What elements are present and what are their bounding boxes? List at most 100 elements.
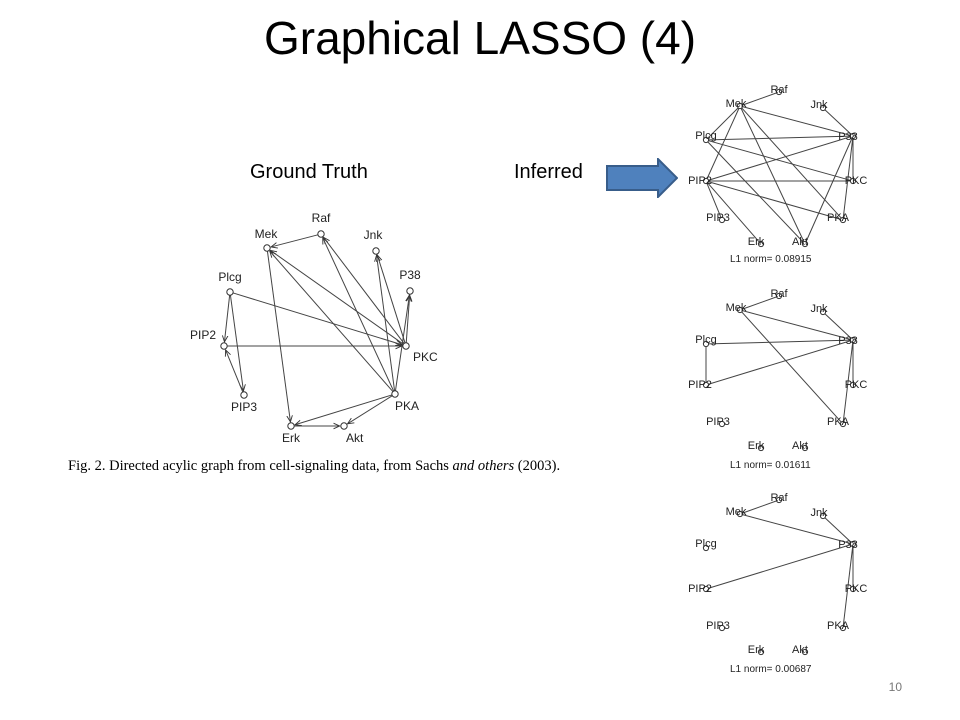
edge-raf-mek — [742, 92, 777, 106]
edge-pip2-p38 — [708, 136, 851, 181]
l1-norm-label-2: L1 norm= 0.01611 — [730, 460, 811, 471]
node-akt — [801, 240, 809, 248]
edge-raf-mek — [271, 234, 319, 247]
node-label-pip2: PIP2 — [688, 175, 712, 187]
node-pka — [391, 390, 399, 398]
node-label-jnk: Jnk — [810, 507, 828, 519]
edge-pka-raf — [323, 238, 395, 392]
node-label-akt: Akt — [792, 644, 808, 656]
edge-pkc-raf — [324, 237, 405, 344]
node-label-pka: PKA — [827, 416, 850, 428]
edge-pip2-p38 — [708, 544, 851, 589]
edge-mek-erk — [266, 251, 290, 422]
edge-plcg-pkc — [708, 140, 851, 181]
node-plcg — [702, 340, 710, 348]
node-plcg — [226, 288, 234, 296]
node-p38 — [406, 287, 414, 295]
node-label-pkc: PKC — [845, 379, 868, 391]
node-plcg — [702, 544, 710, 552]
node-pip3 — [718, 624, 726, 632]
node-label-plcg: Plcg — [218, 270, 241, 284]
node-label-raf: Raf — [770, 84, 788, 96]
edge-pip2-p38 — [708, 340, 851, 385]
edge-pka-akt — [348, 395, 393, 424]
node-label-pkc: PKC — [845, 583, 868, 595]
edge-pkc-mek — [270, 250, 404, 345]
node-pkc — [849, 177, 857, 185]
inferred-label: Inferred — [514, 161, 583, 183]
node-label-p38: P38 — [399, 268, 421, 282]
node-label-erk: Erk — [748, 644, 765, 656]
node-label-erk: Erk — [748, 440, 765, 452]
edge-pip2-erk — [707, 182, 760, 243]
node-jnk — [819, 104, 827, 112]
node-label-mek: Mek — [726, 302, 747, 314]
node-plcg — [702, 136, 710, 144]
node-erk — [757, 648, 765, 656]
edge-pip3-pip2 — [226, 350, 244, 393]
node-raf — [317, 230, 325, 238]
edge-mek-plcg — [707, 107, 739, 139]
node-akt — [801, 648, 809, 656]
edge-pkc-p38 — [405, 295, 409, 343]
node-erk — [757, 444, 765, 452]
node-label-pka: PKA — [395, 399, 419, 413]
edge-p38-akt — [805, 138, 853, 242]
node-pka — [839, 420, 847, 428]
edge-mek-p38 — [742, 514, 851, 544]
edge-mek-pka — [741, 311, 842, 423]
l1-norm-label-1: L1 norm= 0.08915 — [730, 254, 812, 265]
node-label-pip2: PIP2 — [688, 583, 712, 595]
figure-caption-prefix: Fig. 2. Directed acylic graph from cell-… — [68, 458, 453, 474]
figure-caption-italic: and others — [452, 458, 515, 474]
node-label-pip3: PIP3 — [231, 400, 257, 414]
node-label-jnk: Jnk — [810, 99, 828, 111]
node-p38 — [849, 540, 857, 548]
edge-plcg-p38 — [708, 339, 851, 345]
edge-pkc-jnk — [377, 255, 406, 344]
edge-mek-p38 — [742, 310, 851, 340]
node-label-jnk: Jnk — [364, 228, 384, 242]
edge-plcg-akt — [707, 141, 804, 243]
node-pip3 — [718, 420, 726, 428]
node-label-p38: P38 — [838, 539, 858, 551]
node-label-p38: P38 — [838, 335, 858, 347]
node-label-pka: PKA — [827, 620, 850, 632]
node-label-erk: Erk — [748, 236, 765, 248]
edge-jnk-p38 — [824, 517, 852, 543]
node-jnk — [819, 512, 827, 520]
node-mek — [263, 244, 271, 252]
node-label-pip2: PIP2 — [688, 379, 712, 391]
node-raf — [775, 496, 783, 504]
node-label-jnk: Jnk — [810, 303, 828, 315]
node-p38 — [849, 336, 857, 344]
node-pip3 — [240, 391, 248, 399]
node-label-akt: Akt — [792, 236, 808, 248]
node-label-pip3: PIP3 — [706, 212, 730, 224]
node-pkc — [849, 381, 857, 389]
ground-truth-label: Ground Truth — [250, 161, 368, 183]
node-pip3 — [718, 216, 726, 224]
node-label-plcg: Plcg — [695, 130, 716, 142]
edge-mek-pka — [741, 107, 842, 219]
edge-p38-pka — [842, 342, 854, 422]
node-label-mek: Mek — [255, 227, 279, 241]
edge-jnk-p38 — [824, 313, 852, 339]
node-label-pkc: PKC — [845, 175, 868, 187]
node-raf — [775, 88, 783, 96]
node-label-raf: Raf — [770, 492, 788, 504]
node-pip2 — [220, 342, 228, 350]
l1-norm-label-3: L1 norm= 0.00687 — [730, 664, 812, 675]
edge-plcg-pip3 — [229, 295, 243, 391]
node-label-erk: Erk — [282, 431, 301, 445]
node-p38 — [849, 132, 857, 140]
node-erk — [287, 422, 295, 430]
edge-p38-pka — [842, 138, 854, 218]
node-label-pip2: PIP2 — [190, 328, 216, 342]
right-arrow-icon — [606, 158, 678, 198]
node-label-akt: Akt — [792, 440, 808, 452]
node-mek — [736, 102, 744, 110]
node-label-akt: Akt — [346, 431, 364, 445]
